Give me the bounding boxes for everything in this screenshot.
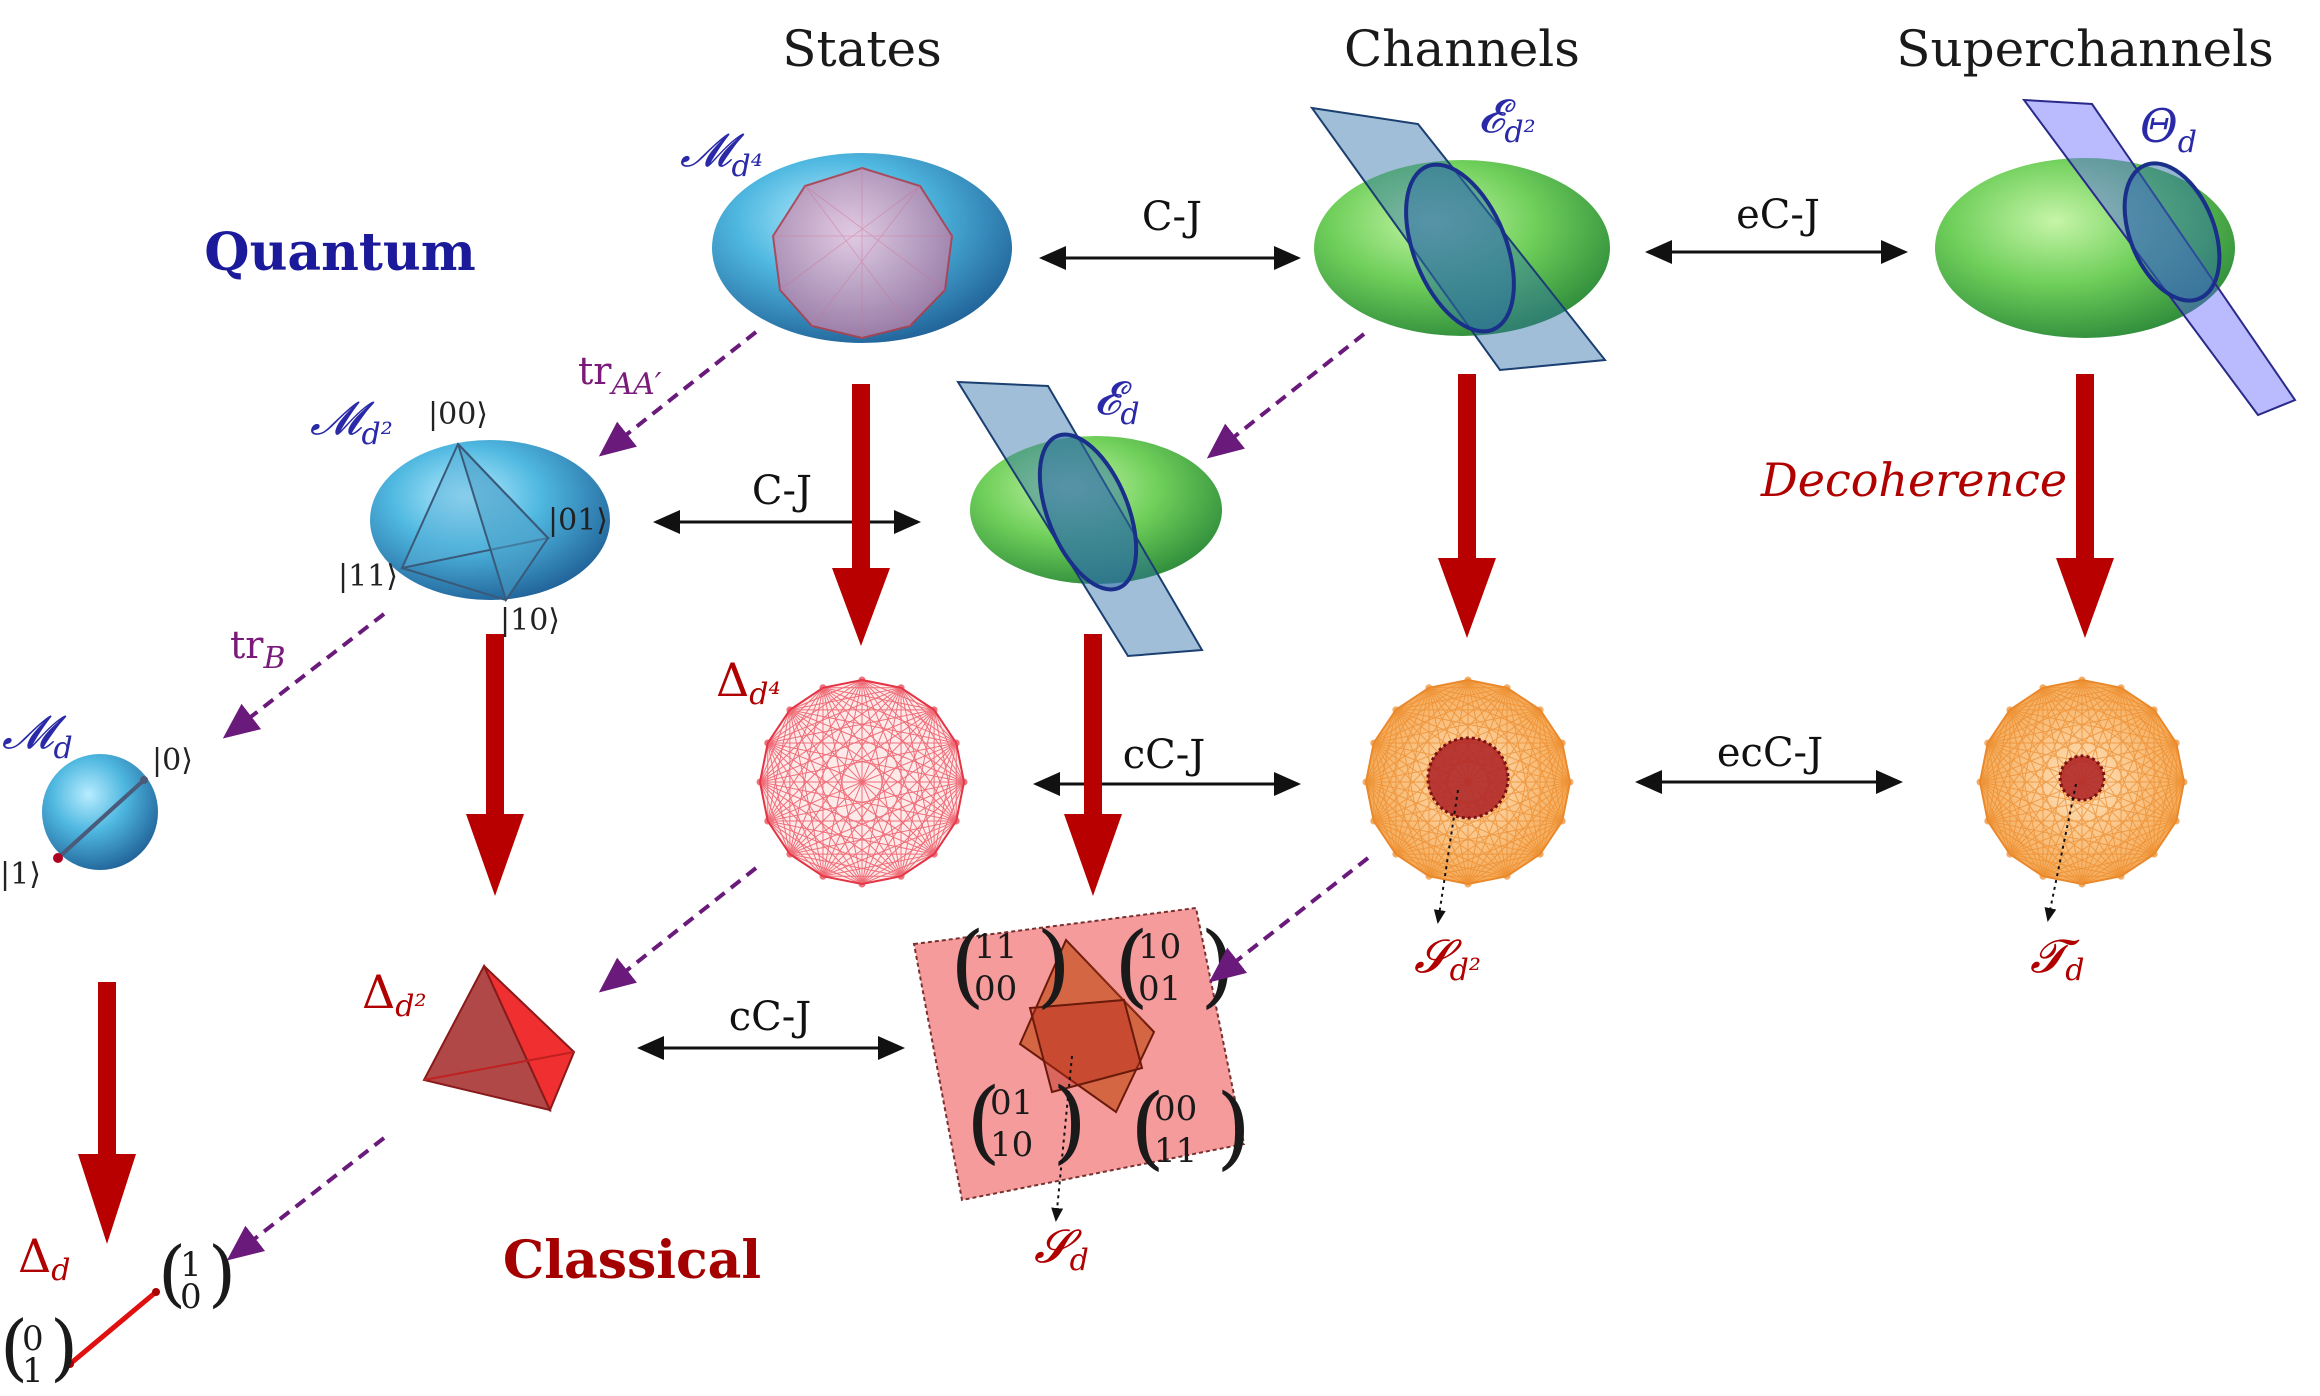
svg-text:): ) <box>1036 913 1071 1018</box>
svg-text:𝓔d: 𝓔d <box>1094 371 1140 432</box>
decoherence-arrows <box>78 374 2114 1244</box>
label-Delta-d: Δd <box>18 1229 70 1288</box>
arrow-cj-top: C-J <box>1039 194 1301 270</box>
svg-text:𝓢d²: 𝓢d² <box>1414 929 1481 988</box>
svg-text:trB: trB <box>230 623 285 676</box>
svg-text:(: ( <box>158 1231 186 1315</box>
svg-text:(: ( <box>1130 1075 1165 1180</box>
classical-channel-space-d <box>912 906 1246 1202</box>
svg-text:𝓜d²: 𝓜d² <box>310 391 393 452</box>
svg-text:1: 1 <box>180 1245 202 1285</box>
label-E-d: 𝓔d <box>1094 371 1140 432</box>
vector-11-00: () 11 00 <box>950 913 1071 1018</box>
vector-01-10: () 01 10 <box>966 1069 1087 1174</box>
label-Theta-d: Θd <box>2140 99 2197 160</box>
svg-text:): ) <box>1216 1075 1251 1180</box>
svg-text:𝓜d: 𝓜d <box>2 705 73 766</box>
label-M-d: 𝓜d <box>2 705 73 766</box>
label-E-d2: 𝓔d² <box>1478 89 1536 150</box>
ket-00: |00⟩ <box>428 397 488 432</box>
svg-text:01: 01 <box>1138 969 1181 1009</box>
label-M-d2: 𝓜d² <box>310 391 393 452</box>
svg-text:𝓜d⁴: 𝓜d⁴ <box>680 123 763 184</box>
svg-text:Θd: Θd <box>2140 99 2197 160</box>
svg-text:(: ( <box>966 1069 1001 1174</box>
svg-text:): ) <box>1200 913 1235 1018</box>
header-channels: Channels <box>1344 20 1580 78</box>
svg-text:C-J: C-J <box>1142 194 1202 240</box>
svg-text:11: 11 <box>974 927 1017 967</box>
decoherence-arrow-channels-mid <box>1064 634 1122 896</box>
label-Delta-d2: Δd² <box>362 965 426 1024</box>
vector-0-1: () 0 1 <box>0 1305 78 1391</box>
arrow-ccj-bottom: cC-J <box>637 994 905 1060</box>
quantum-state-space-d2 <box>370 440 610 603</box>
classical-state-space-d4 <box>756 676 968 888</box>
svg-text:cC-J: cC-J <box>729 994 812 1040</box>
svg-text:(: ( <box>950 913 985 1018</box>
svg-text:eC-J: eC-J <box>1736 192 1820 238</box>
svg-text:C-J: C-J <box>752 468 812 514</box>
svg-text:𝓣d: 𝓣d <box>2030 929 2084 988</box>
ket-10: |10⟩ <box>500 603 560 638</box>
decoherence-arrow-left <box>78 982 136 1244</box>
decoherence-arrow-states-top <box>832 384 890 646</box>
svg-text:10: 10 <box>990 1125 1033 1165</box>
svg-text:ecC-J: ecC-J <box>1717 730 1823 776</box>
vector-1-0: () 1 0 <box>158 1231 236 1317</box>
svg-text:00: 00 <box>974 969 1017 1009</box>
svg-text:0: 0 <box>22 1319 44 1359</box>
quantum-state-space-d <box>42 754 158 870</box>
decoherence-arrow-states-mid <box>466 634 524 896</box>
svg-text:1: 1 <box>22 1351 44 1391</box>
header-superchannels: Superchannels <box>1896 20 2274 78</box>
ket-0: |0⟩ <box>152 743 193 778</box>
classical-state-space-d <box>66 1288 160 1368</box>
arrow-ccj-middle: cC-J <box>1033 732 1301 796</box>
svg-text:10: 10 <box>1138 927 1181 967</box>
label-Delta-d4: Δd⁴ <box>716 653 780 712</box>
svg-text:01: 01 <box>990 1083 1033 1123</box>
svg-text:Δd²: Δd² <box>362 965 426 1024</box>
label-M-d4: 𝓜d⁴ <box>680 123 763 184</box>
decoherence-arrow-superchannels <box>2056 374 2114 638</box>
ket-11: |11⟩ <box>338 559 398 594</box>
decoherence-arrow-channels-top <box>1438 374 1496 638</box>
svg-text:(: ( <box>1114 913 1149 1018</box>
svg-text:𝓢d: 𝓢d <box>1034 1219 1089 1278</box>
header-states: States <box>782 20 942 78</box>
quantum-superchannel-space <box>1935 98 2297 417</box>
ket-1: |1⟩ <box>0 857 41 892</box>
classical-state-space-d2 <box>422 963 576 1113</box>
partial-trace-arrows <box>222 330 1370 1261</box>
quantum-state-space-d4 <box>712 153 1012 343</box>
svg-text:): ) <box>208 1231 236 1315</box>
svg-text:trAA′: trAA′ <box>578 349 662 402</box>
classical-superchannel-space <box>1976 676 2188 888</box>
quantum-channel-space-d <box>956 380 1222 658</box>
svg-text:cC-J: cC-J <box>1123 732 1206 778</box>
ket-01: |01⟩ <box>548 503 608 538</box>
quantum-channel-space-d2 <box>1309 106 1610 372</box>
classical-channel-space-d2 <box>1362 676 1574 888</box>
decoherence-label: Decoherence <box>1760 453 2067 507</box>
arrow-eccj: ecC-J <box>1635 730 1903 794</box>
label-tr-B: trB <box>230 623 285 676</box>
svg-text:𝓔d²: 𝓔d² <box>1478 89 1536 150</box>
vector-10-01: () 10 01 <box>1114 913 1235 1018</box>
label-tr-AA: trAA′ <box>578 349 662 402</box>
arrow-ecj-top: eC-J <box>1645 192 1908 264</box>
svg-text:0: 0 <box>180 1277 202 1317</box>
vector-00-11: () 00 11 <box>1130 1075 1251 1180</box>
svg-text:11: 11 <box>1154 1131 1197 1171</box>
svg-text:): ) <box>50 1305 78 1389</box>
row-label-classical: Classical <box>503 1230 761 1291</box>
svg-text:Δd: Δd <box>18 1229 70 1288</box>
row-label-quantum: Quantum <box>204 222 475 283</box>
svg-text:00: 00 <box>1154 1089 1197 1129</box>
svg-text:Δd⁴: Δd⁴ <box>716 653 780 712</box>
svg-text:(: ( <box>0 1305 28 1389</box>
arrow-cj-middle: C-J <box>653 468 921 534</box>
